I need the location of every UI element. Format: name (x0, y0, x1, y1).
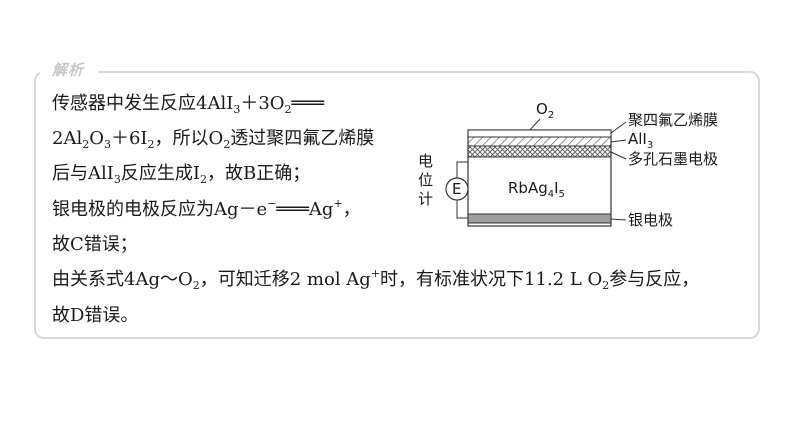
text-line-2: 2Al2O3＋6I2，所以O2透过聚四氟乙烯膜 (52, 128, 375, 151)
meter-char-1: 电 (418, 152, 433, 170)
label-graphite: 多孔石墨电极 (628, 150, 718, 168)
text-line-3: 后与AlI3反应生成I2，故B正确； (52, 163, 311, 186)
text-line-1: 传感器中发生反应4AlI3＋3O2═══ (52, 93, 325, 116)
potentiometer-symbol: E (452, 180, 461, 198)
label-membrane: 聚四氟乙烯膜 (628, 111, 718, 129)
section-tab: 解析 (40, 58, 99, 82)
ptfe-membrane-layer (467, 129, 612, 138)
meter-char-3: 计 (418, 190, 433, 208)
potentiometer-circle (445, 177, 469, 201)
text-line-6: 由关系式4Ag～O2，可知迁移2 mol Ag+时，有标准状况下11.2 L O… (52, 267, 700, 292)
silver-leader (610, 218, 627, 221)
o2-label: O2 (536, 100, 554, 121)
ali3-leader (610, 139, 627, 143)
membrane-leader (610, 121, 627, 134)
meter-char-2: 位 (418, 171, 433, 189)
lower-wire (456, 200, 468, 219)
text-line-5: 故C错误； (52, 234, 138, 255)
analysis-panel (34, 71, 760, 339)
label-ali3: AlI3 (628, 130, 653, 151)
sensor-diagram: O2 RbAg4I5 聚四氟乙烯膜 AlI3 多孔石墨电极 银电极 E 电 位 … (418, 100, 718, 229)
graphite-leader (610, 151, 627, 160)
text-line-4: 银电极的电极反应为Ag－e−═══Ag+， (52, 197, 361, 220)
electrolyte-label: RbAg4I5 (508, 179, 565, 200)
silver-electrode-layer (467, 213, 612, 224)
text-line-7: 故D错误。 (52, 305, 139, 326)
section-label: 解析 (52, 61, 85, 79)
graphite-electrode-layer (467, 145, 612, 158)
ali3-layer (467, 136, 612, 147)
upper-wire (456, 161, 468, 178)
label-silver: 银电极 (628, 211, 673, 229)
